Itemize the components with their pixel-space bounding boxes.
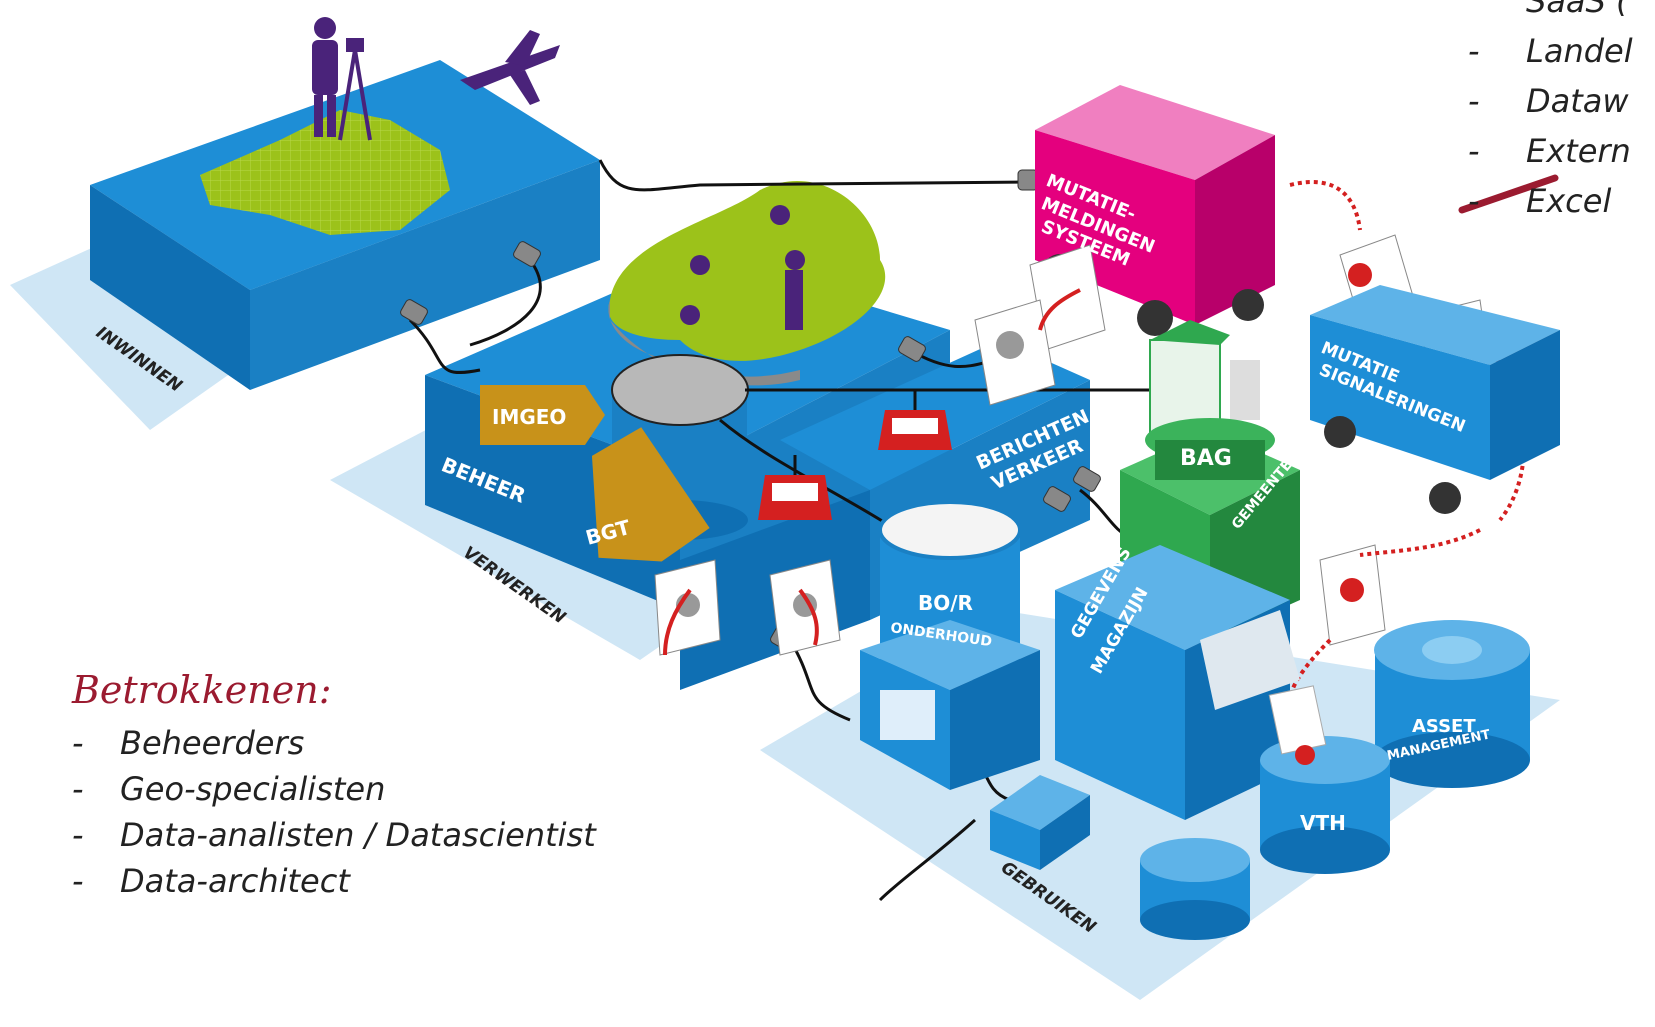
map-netherlands — [200, 110, 450, 235]
betrokkenen-title: Betrokkenen: — [72, 668, 332, 712]
camera-device — [990, 775, 1090, 870]
list-item-label: Data-architect — [120, 862, 350, 900]
list-item: -Geo-specialisten — [72, 766, 692, 812]
cable-car-2 — [758, 455, 832, 520]
list-item-label: SaaS ( — [1526, 0, 1629, 20]
bor-label-1: BO/R — [918, 591, 973, 615]
imgeo-label: IMGEO — [492, 405, 566, 429]
list-item-label: Landel — [1526, 32, 1633, 70]
list-item-label: Extern — [1526, 132, 1631, 170]
cable-car-1 — [878, 390, 952, 450]
list-item: -Data-architect — [72, 858, 692, 904]
flower-cylinder — [1140, 838, 1250, 940]
list-item-label: Dataw — [1526, 82, 1629, 120]
surveyor-figure — [312, 17, 372, 141]
list-item: -Data-analisten / Datascientist — [72, 812, 692, 858]
vth-label: VTH — [1300, 811, 1346, 835]
betrokkenen-items: -Beheerders -Geo-specialisten -Data-anal… — [72, 720, 692, 904]
asset-label-1: ASSET — [1412, 716, 1476, 737]
betrokkenen-list: Betrokkenen: -Beheerders -Geo-specialist… — [72, 668, 692, 904]
list-item: -Landel — [1468, 26, 1655, 76]
mutatiesignaleringen-cart — [1310, 285, 1560, 514]
vth-cylinder — [1260, 685, 1390, 874]
puzzle-piece — [608, 180, 886, 386]
list-item: -Excel — [1468, 176, 1655, 226]
list-item-label: Excel — [1526, 182, 1612, 220]
strike-mark — [1458, 174, 1559, 214]
list-item: -Dataw — [1468, 76, 1655, 126]
list-item-label: Geo-specialisten — [120, 770, 386, 808]
bor-onderhoud-building — [860, 500, 1040, 790]
list-item: SaaS ( — [1468, 0, 1655, 26]
list-item: -Extern — [1468, 126, 1655, 176]
list-item: -Beheerders — [72, 720, 692, 766]
inwinnen-block — [90, 60, 600, 390]
list-item-label: Data-analisten / Datascientist — [120, 816, 596, 854]
tools-list: SaaS ( -Landel -Dataw -Extern -Excel — [1468, 0, 1655, 226]
asset-management-cylinder — [1374, 620, 1530, 788]
tag-imgeo: IMGEO — [480, 385, 605, 445]
airplane-icon — [460, 30, 560, 105]
list-item-label: Beheerders — [120, 724, 305, 762]
bag-label: BAG — [1180, 446, 1232, 471]
